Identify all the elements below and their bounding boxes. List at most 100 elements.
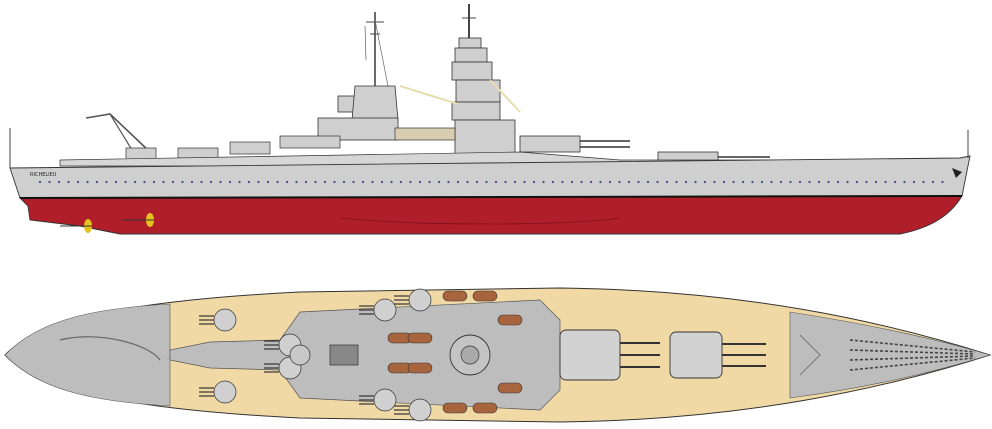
porthole [285, 180, 289, 184]
porthole [181, 180, 184, 184]
porthole [570, 180, 574, 184]
porthole [266, 180, 270, 184]
bow-steel-area [789, 311, 992, 399]
porthole [114, 180, 118, 184]
porthole [646, 180, 650, 184]
hull-upper [9, 155, 971, 199]
porthole [922, 180, 925, 184]
porthole [124, 180, 127, 184]
porthole [342, 180, 346, 184]
porthole [760, 180, 764, 184]
porthole [874, 180, 878, 184]
porthole [162, 180, 165, 184]
porthole [257, 180, 260, 184]
porthole [323, 180, 327, 184]
ship-boat [472, 402, 498, 414]
porthole [295, 180, 298, 184]
porthole [751, 180, 754, 184]
porthole [637, 180, 640, 184]
porthole [836, 180, 840, 184]
porthole [551, 180, 555, 184]
porthole [409, 180, 412, 184]
porthole [276, 180, 279, 184]
porthole [399, 180, 403, 184]
porthole [152, 180, 156, 184]
porthole [931, 180, 935, 184]
anchor [952, 168, 962, 178]
ship-boat [497, 314, 523, 326]
ship-boat [497, 382, 523, 394]
porthole [67, 180, 70, 184]
porthole [456, 180, 460, 184]
main-turret-1 [559, 329, 660, 381]
hull-boot-topping [18, 195, 963, 235]
porthole [95, 180, 99, 184]
after-superstructure [279, 85, 456, 149]
porthole [732, 180, 735, 184]
porthole [770, 180, 773, 184]
porthole [352, 180, 355, 184]
porthole [200, 180, 203, 184]
porthole [675, 180, 678, 184]
porthole [827, 180, 830, 184]
secondary-turret [359, 298, 397, 322]
porthole [171, 180, 175, 184]
secondary-turret [199, 308, 237, 332]
ship-boat [407, 362, 433, 374]
porthole [371, 180, 374, 184]
catapult-track [59, 336, 161, 361]
porthole [228, 180, 232, 184]
porthole [561, 180, 564, 184]
porthole [618, 180, 621, 184]
porthole [855, 180, 859, 184]
porthole [893, 180, 897, 184]
porthole [361, 180, 365, 184]
porthole [808, 180, 811, 184]
porthole [304, 180, 308, 184]
porthole [86, 180, 89, 184]
porthole [466, 180, 469, 184]
propellers [60, 213, 154, 233]
aircraft-crane [85, 113, 157, 163]
porthole [713, 180, 716, 184]
secondary-turret [264, 356, 302, 380]
ship-boat [472, 290, 498, 302]
porthole [494, 180, 498, 184]
porthole [418, 180, 422, 184]
main-mast [366, 12, 389, 88]
porthole [219, 180, 222, 184]
side-turrets [177, 135, 770, 167]
porthole [542, 180, 545, 184]
porthole [694, 180, 697, 184]
porthole [599, 180, 602, 184]
main-turret-2 [669, 331, 766, 379]
porthole [190, 180, 194, 184]
porthole [779, 180, 783, 184]
secondary-turret [199, 380, 237, 404]
porthole [903, 180, 906, 184]
porthole [485, 180, 488, 184]
side-profile: RICHELIEU [9, 4, 971, 235]
porthole [57, 180, 61, 184]
porthole [789, 180, 792, 184]
porthole [580, 180, 583, 184]
porthole [143, 180, 146, 184]
ship-boats [387, 290, 523, 414]
porthole [333, 180, 336, 184]
porthole [380, 180, 384, 184]
porthole [105, 180, 108, 184]
porthole [608, 180, 612, 184]
superstructure-top [289, 334, 491, 376]
porthole [817, 180, 821, 184]
porthole [447, 180, 450, 184]
porthole [513, 180, 517, 184]
porthole [684, 180, 688, 184]
porthole [437, 180, 441, 184]
portholes [38, 180, 944, 184]
stern-steel-area [4, 303, 171, 407]
porthole [38, 180, 42, 184]
porthole [846, 180, 849, 184]
porthole [627, 180, 631, 184]
